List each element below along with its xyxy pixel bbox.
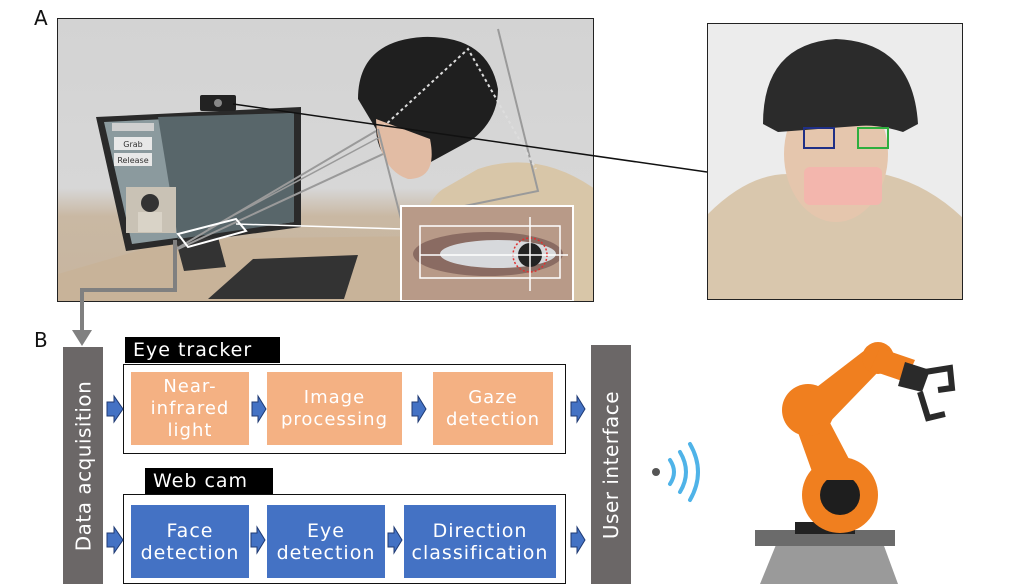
eye-detection-step: Eye detection [267, 505, 385, 578]
screen-button-grab: Grab [123, 140, 142, 149]
portrait-hoodie [708, 174, 962, 299]
gaze-detection-step: Gaze detection [433, 372, 553, 445]
setup-illustration: Grab Release [58, 28, 593, 301]
face-portrait [707, 23, 963, 300]
web-cam-header: Web cam [145, 468, 273, 494]
robot-arm-icon [755, 342, 956, 584]
image-processing-step: Image processing [267, 372, 402, 445]
near-infrared-step: Near- infrared light [131, 372, 249, 445]
panel-label-b: B [34, 328, 48, 352]
down-arrow-icon [72, 330, 92, 346]
portrait-hair [763, 39, 918, 132]
flow-arrow-icon [570, 525, 586, 555]
flow-arrow-icon [570, 394, 586, 424]
data-acquisition-bar: Data acquisition [63, 347, 103, 584]
panel-label-a: A [34, 6, 48, 30]
eye-tracker-header: Eye tracker [125, 337, 280, 363]
screen-button-release: Release [117, 156, 148, 165]
user-interface-label: User interface [599, 390, 623, 539]
keyboard [208, 255, 358, 299]
flow-arrow-icon [106, 394, 124, 424]
monitor-stand [176, 237, 226, 271]
wireless-signal-icon [652, 442, 700, 502]
gaze-highlight [176, 217, 248, 249]
setup-photo: Grab Release [57, 18, 594, 302]
face-mask-box [804, 167, 882, 205]
face-detection-step: Face detection [131, 505, 249, 578]
direction-classification-step: Direction classification [404, 505, 556, 578]
user-interface-bar: User interface [591, 345, 631, 584]
data-acquisition-label: Data acquisition [71, 380, 96, 551]
right-eye-box [857, 127, 889, 149]
flow-arrow-icon [106, 525, 124, 555]
left-eye-box [803, 127, 835, 149]
